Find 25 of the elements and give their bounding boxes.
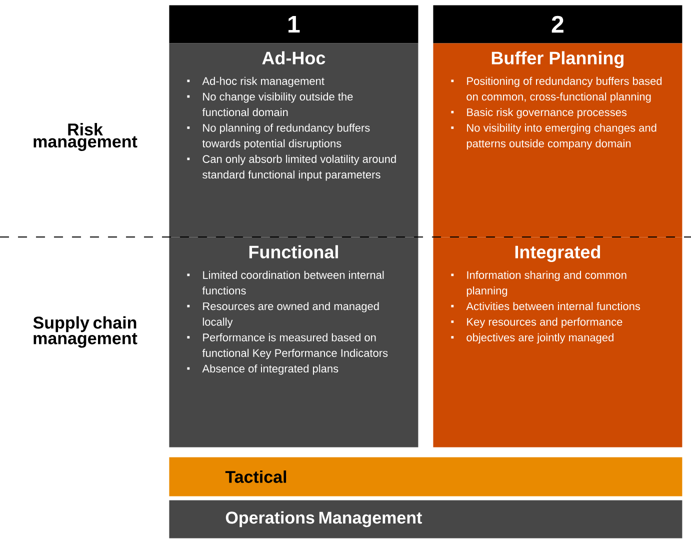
node-label: Functional xyxy=(249,245,338,258)
text-panel: Integrated Information sharing and common planning Activities between internal functions Key resources and performance objectives are jointly managed xyxy=(433,237,682,448)
node-label: Absence of integrated plans xyxy=(202,364,338,375)
text-panel: Ad-Hoc Ad-hoc risk management No change visibility outside the functional domain No planning of redundancy buffers towards potential disruptions Can only absorb limited volatility around standard functional input parameters xyxy=(169,43,418,238)
node-label: Performance is measured based on functional Key Performance Indicators xyxy=(202,333,388,360)
node-label: Activities between internal functions xyxy=(466,302,640,310)
row-label: Supply chain management xyxy=(33,316,138,348)
level-bar: Tactical xyxy=(169,457,682,496)
node-label: Integrated xyxy=(515,245,600,262)
node-label: Resources are owned and managed locally xyxy=(202,302,379,328)
level-bar: Operations Management xyxy=(169,500,682,538)
node-label: Key resources and performance xyxy=(467,318,622,328)
text-panel: Functional Limited coordination between internal functions Resources are owned and managed locally Performance is measured based on functional Key Performance Indicators Absence of integrated plans xyxy=(169,237,418,448)
node-label: Limited coordination between internal functions xyxy=(202,270,384,295)
node-label: Ad-Hoc xyxy=(262,51,326,64)
text-panel: Buffer Planning Positioning of redundancy buffers based on common, cross-functional planning Basic risk governance processes No visibility into emerging changes and patterns outside company domain xyxy=(433,43,682,238)
node-label: No change visibility outside the functional domain xyxy=(202,92,353,116)
node-label: Can only absorb limited volatility around standard functional input parameters xyxy=(202,154,396,181)
node-label: No planning of redundancy buffers towards potential disruptions xyxy=(202,124,370,150)
row-label: Risk management xyxy=(34,123,138,151)
node-label: objectives are jointly managed xyxy=(466,333,614,344)
node-label: Information sharing and common planning xyxy=(466,270,626,297)
node-label: Ad-hoc risk management xyxy=(202,76,324,88)
column-header: 2 xyxy=(433,5,682,44)
column-header: 1 xyxy=(169,5,418,44)
